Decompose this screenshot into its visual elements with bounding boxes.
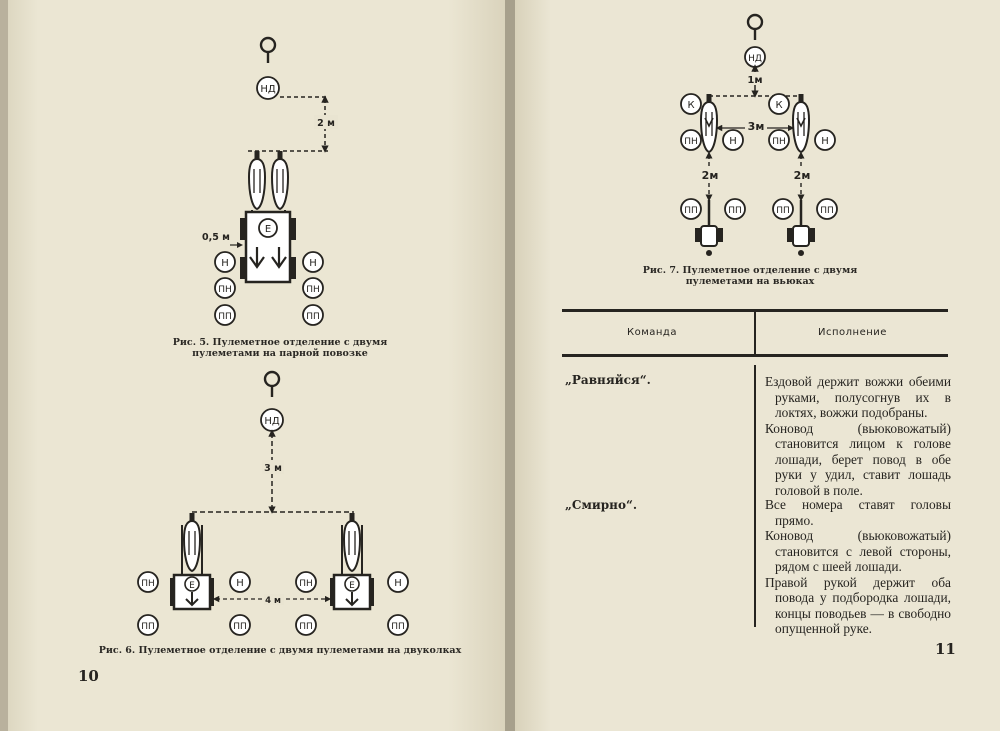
execution-row-1-para-2: Коновод (вьюковожатый) становится лицом …	[765, 420, 951, 498]
header-command: Команда	[627, 327, 677, 338]
marker-ammo-label: ПП	[820, 206, 834, 216]
marker-horse-leader-label: К	[687, 100, 694, 111]
marker-ammo-label: ПП	[141, 622, 155, 632]
marker-gunner-label: Н	[729, 136, 737, 147]
marker-assistant-label: ПН	[772, 137, 786, 147]
table-top-rule	[562, 309, 948, 312]
table-column-divider	[754, 311, 756, 355]
marker-ammo-label: ПП	[776, 206, 790, 216]
figure-5-caption: Рис. 5. Пулеметное отделение с двумя пул…	[130, 337, 430, 359]
command-row-2: „Смирно“.	[565, 498, 638, 512]
header-execution: Исполнение	[818, 327, 887, 338]
execution-row-2-para-3: Правой рукой держит оба повода у подборо…	[765, 574, 951, 637]
marker-ammo-label: ПП	[218, 312, 232, 322]
figure-7-caption-line1: Рис. 7. Пулеметное отделение с двумя	[642, 265, 858, 276]
table-header-rule	[562, 354, 948, 357]
marker-driver-label: Е	[265, 224, 271, 235]
marker-assistant-label: ПН	[306, 285, 320, 295]
execution-row-1-para-1: Ездовой держит вожжи обеими руками, полу…	[765, 374, 951, 420]
left-page-number: 10	[78, 667, 99, 685]
execution-row-2-para-2: Коновод (вьюковожатый) становится с лево…	[765, 528, 951, 574]
right-page-number: 11	[935, 640, 956, 658]
marker-assistant-label: ПН	[684, 137, 698, 147]
marker-leader-label: НД	[264, 416, 280, 427]
fig7-rear-dimension: 2м	[794, 169, 811, 182]
command-row-1: „Равняйся“.	[565, 373, 651, 387]
fig5-crew-right: Н ПН ПП	[302, 251, 324, 326]
marker-gunner-label: Н	[309, 258, 317, 269]
fig5-side-dimension: 0,5 м	[202, 232, 230, 243]
marker-gunner-label: Н	[394, 578, 402, 589]
left-page	[8, 0, 508, 731]
fig7-between-dimension: 3м	[748, 120, 765, 133]
table-body-divider	[754, 365, 756, 627]
marker-assistant-label: ПН	[218, 285, 232, 295]
execution-row-2-para-1: Все номера ставят головы прямо.	[765, 497, 951, 528]
marker-gunner-label: Н	[221, 258, 229, 269]
marker-assistant-label: ПН	[299, 579, 313, 589]
figure-5-caption-line2: пулеметами на парной повозке	[192, 348, 368, 359]
marker-ammo-label: ПП	[728, 206, 742, 216]
fig5-crew-left: Н ПН ПП	[214, 251, 236, 326]
marker-ammo-label: ПП	[684, 206, 698, 216]
figure-5-caption-line1: Рис. 5. Пулеметное отделение с двумя	[172, 337, 388, 348]
marker-driver: Е	[258, 218, 278, 238]
fig7-front-dimension: 1м	[747, 75, 762, 86]
marker-ammo-label: ПП	[299, 622, 313, 632]
figure-6-diagram: НД 3 м Е Е 4 м ПН Н ПН Н ПП ПП ПП ПП	[137, 370, 409, 636]
execution-row-2: Все номера ставят головы прямо. Коновод …	[765, 497, 951, 637]
marker-leader: НД	[744, 46, 766, 68]
marker-leader-label: НД	[748, 54, 762, 64]
marker-gunner-label: Н	[821, 136, 829, 147]
fig6-between-dimension: 4 м	[265, 596, 281, 606]
execution-row-1: Ездовой держит вожжи обеими руками, полу…	[765, 374, 951, 498]
fig7-rear-cart-right	[787, 200, 815, 256]
fig7-rear-dimension: 2м	[702, 169, 719, 182]
fig5-gap-dimension: 2 м	[317, 118, 335, 129]
marker-ammo-label: ПП	[306, 312, 320, 322]
figure-6-caption: Рис. 6. Пулеметное отделение с двумя пул…	[98, 645, 462, 656]
marker-leader-label: НД	[260, 84, 276, 95]
figure-5-diagram: НД 2 м Е 0,5 м Н ПН ПП Н ПН ПП	[202, 36, 338, 326]
marker-driver-label: Е	[349, 581, 355, 591]
marker-assistant-label: ПН	[141, 579, 155, 589]
marker-ammo-label: ПП	[391, 622, 405, 632]
book-gutter	[505, 0, 515, 731]
marker-horse-leader-label: К	[775, 100, 782, 111]
figure-7-caption: Рис. 7. Пулеметное отделение с двумя пул…	[600, 265, 900, 287]
marker-ammo-label: ПП	[233, 622, 247, 632]
marker-driver-label: Е	[189, 581, 195, 591]
marker-leader: НД	[260, 408, 284, 432]
figure-7-caption-line2: пулеметами на вьюках	[685, 276, 815, 287]
fig7-rear-cart-left	[695, 200, 723, 256]
fig6-gap-dimension: 3 м	[264, 463, 282, 474]
marker-gunner-label: Н	[236, 578, 244, 589]
marker-leader: НД	[256, 76, 280, 100]
figure-7-diagram: НД 1м 3м К К ПН Н ПН Н 2м 2м ПП ПП	[680, 13, 838, 256]
